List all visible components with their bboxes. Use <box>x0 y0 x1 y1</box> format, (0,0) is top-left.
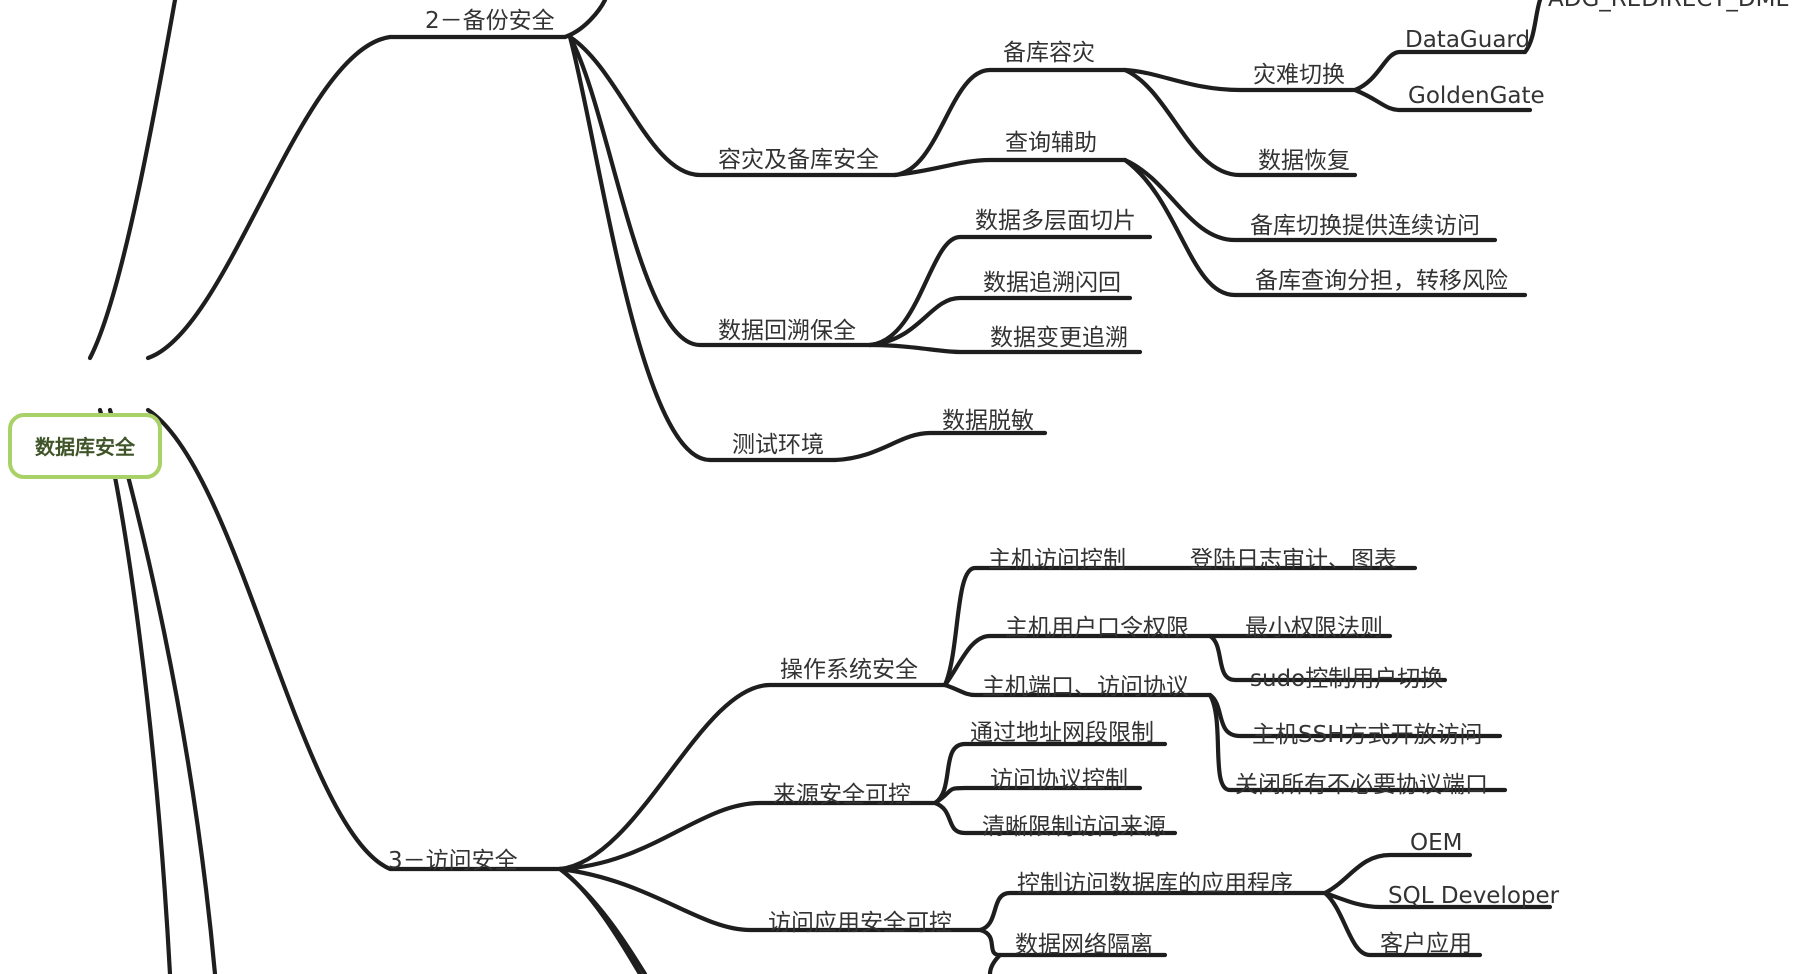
node-dataguard[interactable]: DataGuard <box>1405 27 1530 53</box>
root-node[interactable]: 数据库安全 <box>8 413 162 479</box>
node-host-port-protocol[interactable]: 主机端口、访问协议 <box>982 674 1189 700</box>
node-login-audit[interactable]: 登陆日志审计、图表 <box>1190 547 1397 573</box>
node-dr-standby-security[interactable]: 容灾及备库安全 <box>718 147 879 173</box>
node-data-masking[interactable]: 数据脱敏 <box>942 408 1034 434</box>
node-data-backtrack[interactable]: 数据回溯保全 <box>718 318 856 344</box>
node-standby-switch-access[interactable]: 备库切换提供连续访问 <box>1250 213 1480 239</box>
node-os-security[interactable]: 操作系统安全 <box>780 657 918 683</box>
node-source-control[interactable]: 来源安全可控 <box>773 782 911 808</box>
node-close-ports[interactable]: 关闭所有不必要协议端口 <box>1235 772 1488 798</box>
node-oem[interactable]: OEM <box>1410 830 1462 856</box>
node-host-access-control[interactable]: 主机访问控制 <box>988 547 1126 573</box>
node-app-access-control[interactable]: 访问应用安全可控 <box>768 910 952 936</box>
node-ssh-access[interactable]: 主机SSH方式开放访问 <box>1252 722 1483 748</box>
node-sudo-control[interactable]: sudo控制用户切换 <box>1250 666 1443 692</box>
node-access-security[interactable]: 3－访问安全 <box>388 848 518 874</box>
node-address-limit[interactable]: 通过地址网段限制 <box>970 720 1154 746</box>
node-test-env[interactable]: 测试环境 <box>732 432 824 458</box>
node-partial-adg: ADG_REDIRECT_DML <box>1548 0 1788 12</box>
node-client-app[interactable]: 客户应用 <box>1380 931 1472 957</box>
branch-lines <box>87 0 1553 974</box>
node-clear-source-limit[interactable]: 清晰限制访问来源 <box>982 814 1166 840</box>
node-control-db-apps[interactable]: 控制访问数据库的应用程序 <box>1017 871 1293 897</box>
node-host-user-privilege[interactable]: 主机用户口令权限 <box>1005 615 1189 641</box>
node-standby-dr[interactable]: 备库容灾 <box>1003 40 1095 66</box>
node-query-assist[interactable]: 查询辅助 <box>1005 130 1097 156</box>
root-label: 数据库安全 <box>35 435 136 459</box>
node-protocol-control[interactable]: 访问协议控制 <box>990 767 1128 793</box>
node-change-tracking[interactable]: 数据变更追溯 <box>990 325 1128 351</box>
node-least-privilege[interactable]: 最小权限法则 <box>1245 615 1383 641</box>
node-backup-security[interactable]: 2－备份安全 <box>425 8 555 34</box>
root-box <box>8 413 162 479</box>
node-flashback[interactable]: 数据追溯闪回 <box>983 270 1121 296</box>
node-data-recovery[interactable]: 数据恢复 <box>1258 148 1350 174</box>
node-sql-developer[interactable]: SQL Developer <box>1388 883 1560 909</box>
node-data-slicing[interactable]: 数据多层面切片 <box>975 208 1136 234</box>
node-network-isolation[interactable]: 数据网络隔离 <box>1015 932 1153 958</box>
node-standby-query-share[interactable]: 备库查询分担，转移风险 <box>1255 268 1508 294</box>
node-disaster-switch[interactable]: 灾难切换 <box>1253 62 1345 88</box>
node-goldengate[interactable]: GoldenGate <box>1408 83 1545 109</box>
